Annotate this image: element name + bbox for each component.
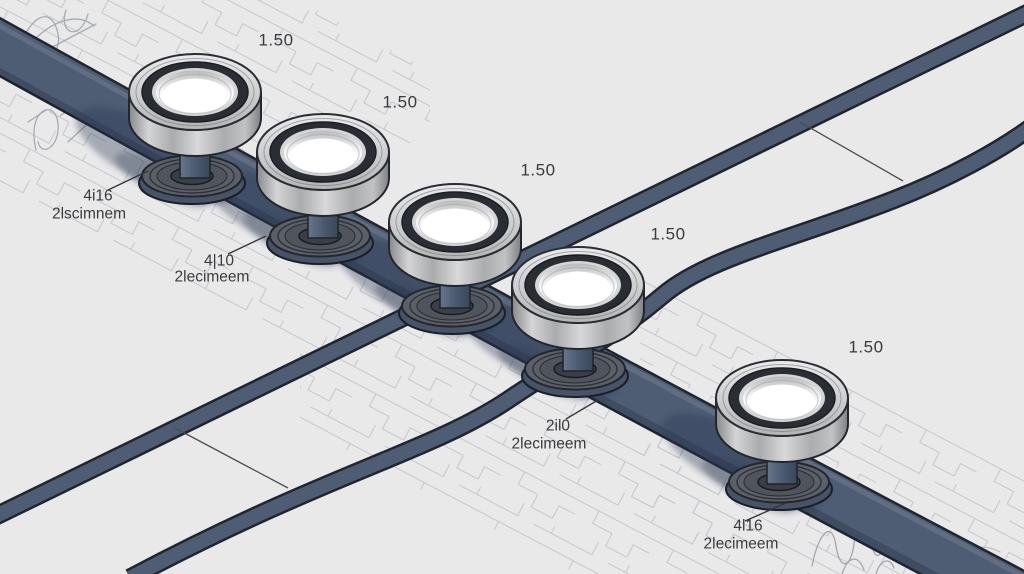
- dimension-label: 1.50: [520, 161, 555, 180]
- annotation-text-line2: 2lscimnem: [52, 206, 126, 223]
- spool-component-3: [388, 183, 522, 335]
- ring-rim-groove: [263, 118, 383, 186]
- dimension-label: 1.50: [382, 93, 417, 112]
- ring-rim-groove: [518, 251, 638, 319]
- spool-component-1: [128, 53, 262, 205]
- ring-bore: [422, 208, 488, 244]
- dimension-label: 1.50: [650, 225, 685, 244]
- connector-line: [799, 121, 904, 182]
- annotation-text-line1: 4l16: [733, 518, 762, 535]
- ring-rim-groove: [395, 188, 515, 256]
- bore-reflection-arc: [418, 203, 492, 245]
- bore-reflection-arc: [286, 133, 360, 175]
- spool-component-2: [256, 113, 390, 265]
- hatch-pattern-strip: [0, 80, 300, 345]
- annotation-text-line2: 2lecimeem: [512, 436, 587, 453]
- annotation-text-line2: 2lecimeem: [175, 269, 250, 286]
- spool-component-4: [511, 246, 645, 398]
- dimension-label: 1.50: [258, 31, 293, 50]
- ring-bore: [749, 384, 815, 420]
- ring-bore: [162, 78, 228, 114]
- bore-reflection-arc: [745, 379, 819, 421]
- annotation-text-line1: 4|10: [204, 253, 234, 270]
- leader-line: [565, 399, 599, 420]
- ring-rim-groove: [722, 364, 842, 432]
- leader-line: [107, 170, 149, 191]
- leader-line: [227, 235, 267, 255]
- dimension-label: 1.50: [848, 338, 883, 357]
- leader-line: [744, 502, 787, 522]
- bore-reflection-arc: [541, 266, 615, 308]
- annotation-text-line2: 2lecimeem: [704, 536, 779, 553]
- pencil-scribble: [811, 520, 895, 574]
- bore-reflection-arc: [158, 73, 232, 115]
- ring-bore: [545, 271, 611, 307]
- annotation-text-line1: 4i16: [83, 188, 112, 205]
- ring-rim-groove: [135, 58, 255, 126]
- ring-bore: [290, 138, 356, 174]
- pencil-scribble: [15, 9, 97, 63]
- spool-component-5: [715, 359, 849, 511]
- annotation-text-line1: 2il0: [546, 418, 571, 435]
- connector-line: [174, 427, 289, 489]
